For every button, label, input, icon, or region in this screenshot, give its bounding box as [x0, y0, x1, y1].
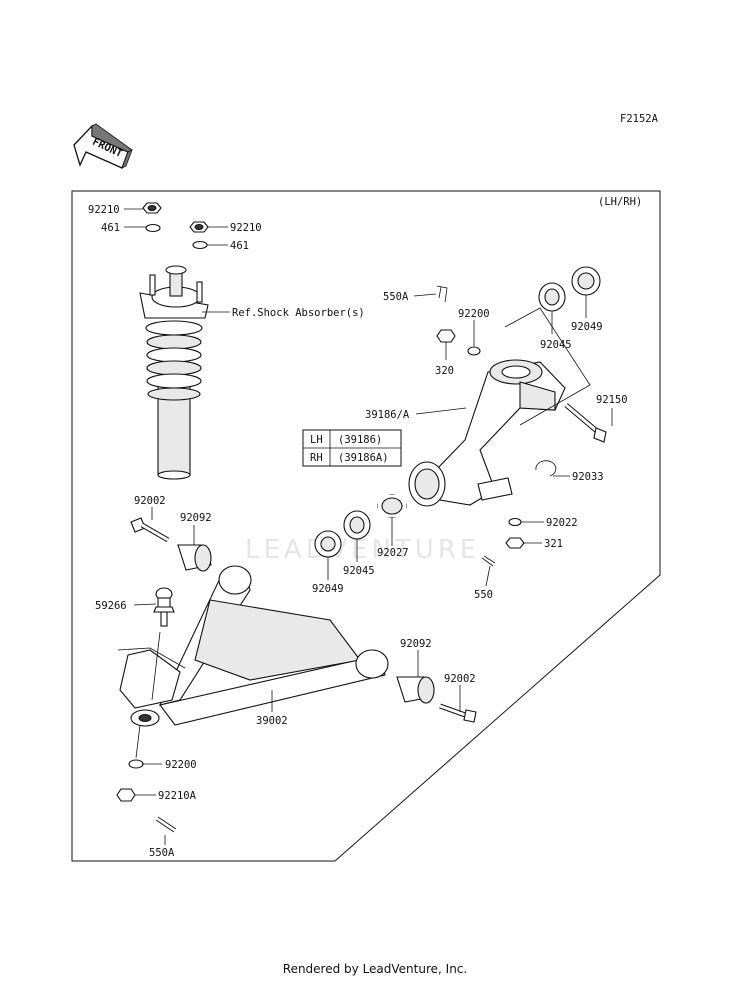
a-arm — [117, 565, 389, 727]
seal-lower — [314, 530, 342, 558]
side-note: (LH/RH) — [598, 196, 642, 208]
washer-arm — [128, 759, 144, 769]
washer-knuckle — [467, 346, 481, 356]
leader-lines — [124, 208, 613, 845]
cotter-pin-lower — [481, 555, 496, 567]
label-washer-top-right: 461 — [230, 240, 249, 252]
shock-absorber — [139, 265, 209, 480]
table-side-lh: LH — [310, 434, 323, 446]
ball-joint — [153, 587, 175, 627]
label-nut-knuckle: 320 — [435, 365, 454, 377]
label-cotter-pin-arm: 550A — [149, 847, 175, 859]
nut-arm — [116, 788, 136, 802]
label-nut-lower: 321 — [544, 538, 563, 550]
label-washer-top-left: 461 — [101, 222, 120, 234]
watermark: LEADVENTURE — [245, 535, 480, 565]
label-ball-joint: 59266 — [95, 600, 127, 612]
bolt-left — [130, 517, 170, 543]
label-seal-upper: 92049 — [571, 321, 603, 333]
cotter-pin-top — [436, 285, 448, 303]
bearing-bracket-line — [504, 307, 591, 426]
diagram-frame — [71, 190, 661, 862]
nut-knuckle — [436, 329, 456, 343]
label-nut-top-right: 92210 — [230, 222, 262, 234]
label-cotter-pin-top: 550A — [383, 291, 409, 303]
label-bearing-upper: 92045 — [540, 339, 572, 351]
seal-upper — [571, 266, 601, 296]
lh-rh-table: LH (39186) RH (39186A) — [302, 429, 402, 467]
label-knuckle: 39186/A — [365, 409, 410, 421]
bolt-knuckle — [564, 403, 607, 443]
label-washer-knuckle: 92200 — [458, 308, 490, 320]
front-arrow-icon: FRONT — [73, 123, 133, 169]
label-bolt-right: 92002 — [444, 673, 476, 685]
label-shock-ref: Ref.Shock Absorber(s) — [232, 307, 365, 319]
label-cotter-pin-lower: 550 — [474, 589, 493, 601]
nut-top-left — [142, 202, 162, 214]
table-part-rh: (39186A) — [338, 452, 389, 464]
bearing-upper — [538, 282, 566, 312]
label-nut-top-left: 92210 — [88, 204, 120, 216]
label-bushing-left: 92092 — [180, 512, 212, 524]
nut-top-right — [189, 221, 209, 233]
washer-lower — [508, 517, 522, 527]
spacer — [377, 494, 407, 518]
bushing-left — [177, 544, 212, 572]
table-part-lh: (39186) — [338, 434, 382, 446]
washer-top-left — [145, 223, 161, 233]
footer-credit: Rendered by LeadVenture, Inc. — [282, 962, 468, 976]
nut-lower — [505, 537, 525, 549]
bolt-right — [439, 703, 477, 723]
label-circlip: 92033 — [572, 471, 604, 483]
cotter-pin-arm — [155, 816, 177, 833]
label-spacer: 92027 — [377, 547, 409, 559]
figure-code: F2152A — [620, 113, 659, 125]
circlip — [535, 460, 557, 477]
label-seal-lower: 92049 — [312, 583, 344, 595]
label-bushing-right: 92092 — [400, 638, 432, 650]
bearing-lower — [343, 510, 371, 540]
label-a-arm: 39002 — [256, 715, 288, 727]
bushing-right — [396, 676, 435, 704]
label-nut-arm: 92210A — [158, 790, 197, 802]
label-washer-arm: 92200 — [165, 759, 197, 771]
steering-knuckle — [408, 359, 566, 507]
label-bearing-lower: 92045 — [343, 565, 375, 577]
label-bolt-left: 92002 — [134, 495, 166, 507]
label-bolt-knuckle: 92150 — [596, 394, 628, 406]
washer-top-right — [192, 240, 208, 250]
table-side-rh: RH — [310, 452, 323, 464]
label-washer-lower: 92022 — [546, 517, 578, 529]
